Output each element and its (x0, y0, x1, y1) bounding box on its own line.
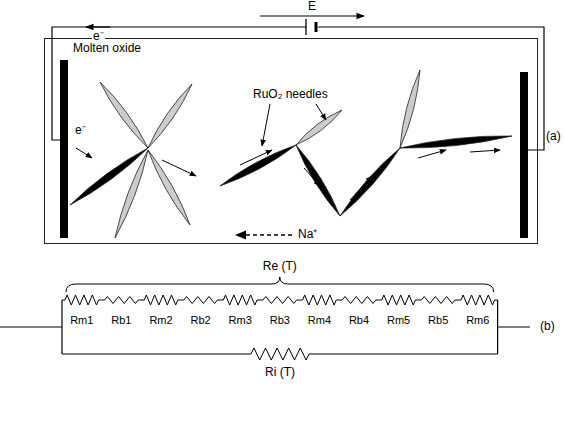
resistor-label: Rm2 (149, 314, 172, 326)
part-label: RuO₂ needles (253, 88, 328, 101)
resistor-symbol (181, 297, 221, 304)
battery-plate (305, 19, 306, 35)
resistor-symbol (260, 297, 300, 304)
resistor-symbol (220, 295, 260, 305)
resistor-symbol (248, 348, 312, 360)
resistor-symbol (102, 297, 142, 304)
wire (312, 353, 498, 354)
ruo2-needle (400, 136, 512, 148)
resistor-label: Rm5 (387, 314, 410, 326)
leader-arrow (316, 104, 326, 120)
electron-arrow (418, 150, 446, 158)
wire (0, 326, 62, 327)
field-arrow (260, 15, 364, 16)
wire (498, 326, 530, 327)
resistor-symbol (418, 297, 458, 304)
electron-arrow (162, 160, 196, 176)
electron-arrow (76, 148, 92, 158)
brace (66, 277, 494, 292)
region-label: Molten oxide (73, 41, 141, 55)
container-box: Molten oxide (44, 38, 538, 244)
electrode (520, 72, 528, 238)
electron-arrow (240, 150, 272, 165)
electron-label: e⁻ (92, 30, 105, 43)
ruo2-needle (296, 110, 342, 145)
wire (62, 353, 248, 354)
panel-label: (b) (540, 320, 555, 333)
resistor-label: Rb2 (191, 314, 211, 326)
resistor-symbol (300, 295, 340, 305)
resistor-symbol (379, 295, 419, 305)
wire (52, 27, 306, 140)
electron-label: e⁻ (74, 124, 87, 137)
resistor-label: Ri (T) (265, 366, 295, 379)
resistor-label: Rm3 (229, 314, 252, 326)
ruo2-needle (400, 70, 420, 148)
electron-arrow (350, 176, 372, 200)
resistor-label: Re (T) (263, 260, 297, 273)
resistor-label: Rb1 (111, 314, 131, 326)
electron-arrow (86, 26, 110, 27)
resistor-label: Rm1 (70, 314, 93, 326)
electron-arrow (304, 168, 320, 186)
electrode (60, 60, 68, 238)
ion-arrow (236, 234, 292, 236)
panel-label: (a) (546, 130, 561, 143)
ion-label: Na⁺ (298, 228, 317, 241)
resistor-symbol (458, 295, 498, 305)
battery-plate (315, 22, 318, 32)
resistor-label: Rb3 (270, 314, 290, 326)
resistor-symbol (339, 297, 379, 304)
ruo2-needle (340, 148, 400, 216)
leader-arrow (262, 104, 270, 146)
resistor-symbol (141, 295, 181, 305)
wire (318, 27, 544, 150)
resistor-label: Rm4 (308, 314, 331, 326)
ruo2-needle (100, 82, 148, 148)
electron-arrow (470, 150, 500, 152)
resistor-symbol (62, 295, 102, 305)
resistor-label: Rb5 (428, 314, 448, 326)
resistor-label: Rm6 (466, 314, 489, 326)
ruo2-needle (220, 145, 296, 186)
field-label: E (308, 0, 316, 13)
ruo2-needle (296, 145, 340, 216)
ruo2-needle (148, 150, 190, 225)
wire (61, 300, 62, 354)
ruo2-needle (148, 84, 192, 148)
resistor-label: Rb4 (349, 314, 369, 326)
ruo2-needle (115, 150, 148, 238)
